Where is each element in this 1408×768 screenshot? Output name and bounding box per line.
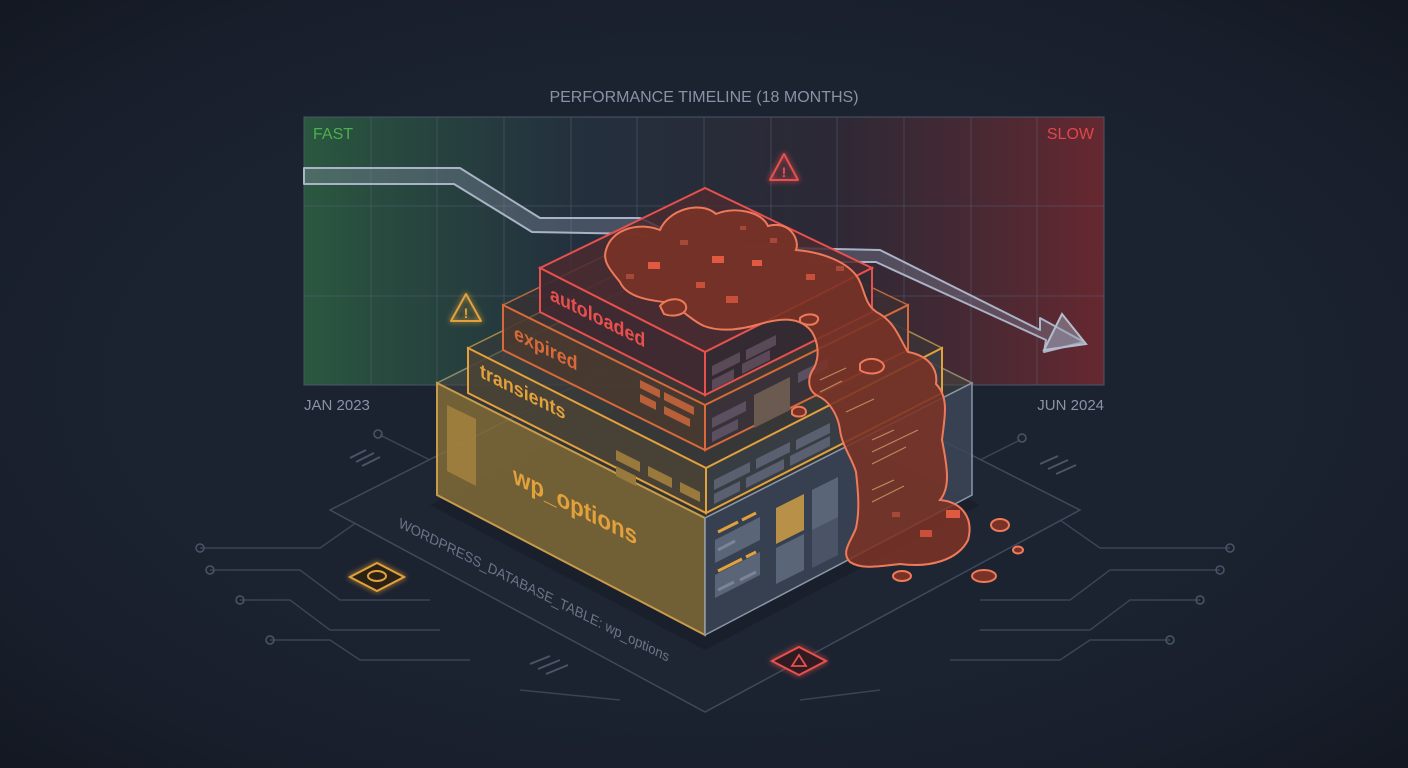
- database-chip-icon: [347, 561, 407, 593]
- end-date-label: JUN 2024: [1037, 397, 1104, 414]
- circuit-traces: [200, 434, 1230, 701]
- start-date-label: JAN 2023: [304, 397, 370, 414]
- svg-text:!: !: [782, 164, 787, 180]
- warning-icon: !: [769, 153, 799, 181]
- fast-label: FAST: [313, 126, 353, 143]
- trend-arrow-head: [1042, 312, 1088, 352]
- decor-chips: [349, 449, 1077, 675]
- svg-text:!: !: [464, 305, 469, 321]
- sludge-overflow: [604, 206, 1024, 583]
- alert-chip-icon: [769, 645, 829, 677]
- warning-icon: !: [450, 293, 482, 322]
- slow-label: SLOW: [1047, 126, 1095, 143]
- chart-title: PERFORMANCE TIMELINE (18 MONTHS): [549, 89, 858, 106]
